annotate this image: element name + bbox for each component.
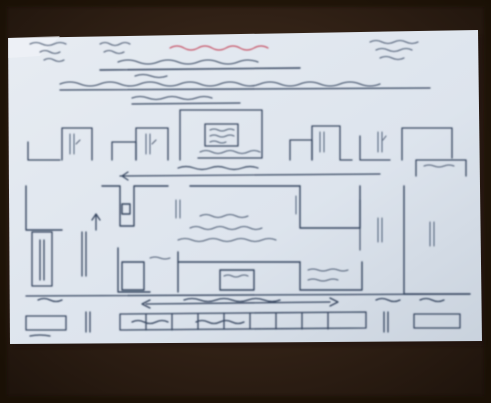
header-lines xyxy=(59,59,431,105)
upper-buildings xyxy=(27,109,467,177)
left-features xyxy=(31,213,101,287)
paper-sheet xyxy=(8,30,482,344)
header-handwriting xyxy=(29,39,419,63)
site-plan-sketch xyxy=(25,39,471,337)
paper-fold xyxy=(8,36,60,58)
bottom-road xyxy=(25,293,471,309)
upper-building-labels xyxy=(69,128,455,168)
bottom-shops xyxy=(25,311,461,337)
header-title-red xyxy=(169,45,269,51)
central-labels xyxy=(149,195,435,282)
main-road xyxy=(119,165,381,181)
